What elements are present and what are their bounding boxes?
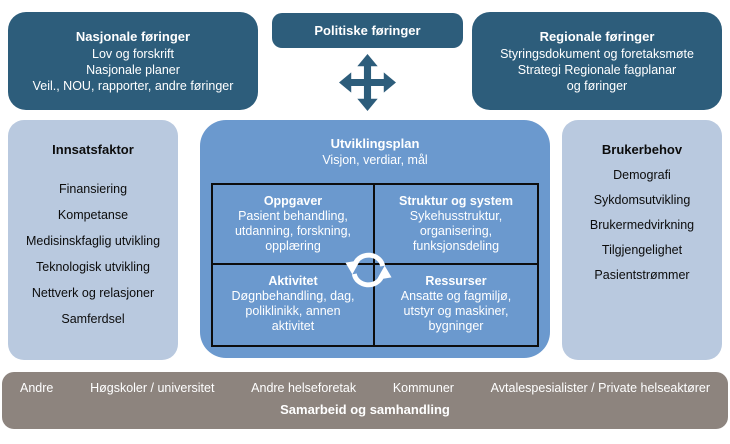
quadrant-line: poliklinikk, annen — [245, 304, 341, 318]
list-item: Brukermedvirkning — [589, 218, 695, 232]
list-item: Finansiering — [58, 182, 128, 196]
cycle-arrows-icon — [345, 252, 392, 288]
utviklingsplan-title: Utviklingsplan — [330, 136, 420, 151]
brukerbehov-panel: Brukerbehov Demografi Sykdomsutvikling B… — [562, 120, 722, 360]
quadrant-aktivitet: Aktivitet Døgnbehandling, dag, poliklini… — [213, 265, 375, 345]
quadrant-struktur: Struktur og system Sykehusstruktur, orga… — [375, 185, 537, 265]
quadrant-title: Struktur og system — [399, 194, 513, 208]
quadrant-line: utstyr og maskiner, — [403, 304, 509, 318]
politiske-foringer-box: Politiske føringer — [272, 13, 463, 48]
quadrant-line: Døgnbehandling, dag, — [231, 289, 355, 303]
list-item: Samferdsel — [61, 312, 125, 326]
nasjonale-line: Veil., NOU, rapporter, andre føringer — [32, 78, 234, 93]
quadrant-line: Pasient behandling, — [238, 209, 348, 223]
utviklingsplan-box: Utviklingsplan Visjon, verdiar, mål Oppg… — [200, 120, 550, 358]
nasjonale-foringer-title: Nasjonale føringer — [75, 28, 191, 44]
list-item: Nettverk og relasjoner — [31, 286, 155, 300]
regionale-line: Strategi Regionale fagplanar — [517, 62, 677, 77]
list-item: Demografi — [613, 168, 671, 182]
quadrant-oppgaver: Oppgaver Pasient behandling, utdanning, … — [213, 185, 375, 265]
list-item: Teknologisk utvikling — [36, 260, 150, 274]
samarbeid-bar: Andre Høgskoler / universitet Andre hels… — [2, 372, 728, 429]
quadrant-line: opplæring — [265, 239, 321, 253]
quadrant-line: Sykehusstruktur, — [409, 209, 503, 223]
samarbeid-caption: Samarbeid og samhandling — [280, 402, 450, 417]
quadrant-title: Aktivitet — [268, 274, 318, 288]
politiske-foringer-title: Politiske føringer — [314, 23, 421, 38]
move-arrows-icon — [339, 54, 396, 111]
quadrant-line: utdanning, forskning, — [234, 224, 352, 238]
nasjonale-line: Lov og forskrift — [92, 46, 174, 61]
bar-item: Andre — [20, 381, 54, 395]
innsatsfaktor-items: Finansiering Kompetanse Medisinskfaglig … — [8, 182, 178, 326]
quadrant-line: funksjonsdeling — [412, 239, 500, 253]
regionale-foringer-title: Regionale føringer — [539, 28, 655, 44]
list-item: Sykdomsutvikling — [593, 193, 691, 207]
bar-item: Kommuner — [392, 381, 454, 395]
bar-item: Avtalespesialister / Private helseaktøre… — [490, 381, 710, 395]
list-item: Kompetanse — [57, 208, 129, 222]
quadrant-ressurser: Ressurser Ansatte og fagmiljø, utstyr og… — [375, 265, 537, 345]
regionale-foringer-box: Regionale føringer Styringsdokument og f… — [472, 12, 722, 110]
utviklingsplan-subtitle: Visjon, verdiar, mål — [322, 153, 428, 167]
quadrant-line: organisering, — [419, 224, 493, 238]
quadrant-title: Oppgaver — [263, 194, 323, 208]
quadrant-title: Ressurser — [425, 274, 487, 288]
innsatsfaktor-panel: Innsatsfaktor Finansiering Kompetanse Me… — [8, 120, 178, 360]
list-item: Pasientstrømmer — [594, 268, 690, 282]
nasjonale-line: Nasjonale planer — [86, 62, 180, 77]
brukerbehov-items: Demografi Sykdomsutvikling Brukermedvirk… — [562, 168, 722, 282]
brukerbehov-title: Brukerbehov — [601, 142, 683, 157]
quadrant-line: bygninger — [428, 319, 484, 333]
innsatsfaktor-title: Innsatsfaktor — [52, 142, 134, 157]
quadrant-line: Ansatte og fagmiljø, — [400, 289, 512, 303]
quadrant-grid: Oppgaver Pasient behandling, utdanning, … — [211, 183, 539, 347]
bar-item: Høgskoler / universitet — [90, 381, 215, 395]
list-item: Medisinskfaglig utvikling — [25, 234, 161, 248]
bar-item: Andre helseforetak — [251, 381, 357, 395]
regionale-line: og føringer — [566, 78, 628, 93]
quadrant-line: aktivitet — [271, 319, 315, 333]
samarbeid-actors-row: Andre Høgskoler / universitet Andre hels… — [2, 372, 728, 395]
nasjonale-foringer-box: Nasjonale føringer Lov og forskrift Nasj… — [8, 12, 258, 110]
regionale-line: Styringsdokument og foretaksmøte — [500, 46, 694, 61]
list-item: Tilgjengelighet — [601, 243, 683, 257]
